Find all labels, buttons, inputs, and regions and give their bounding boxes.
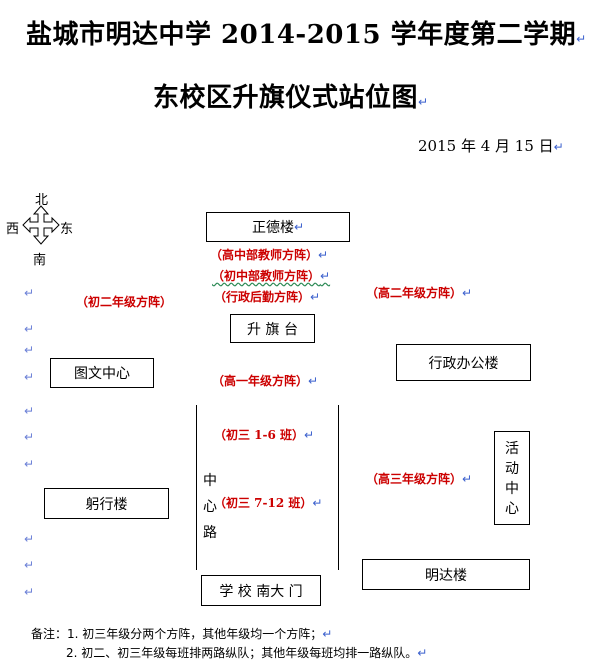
road-left-line <box>196 405 197 570</box>
grade10-formation: （高一年级方阵）↵ <box>212 374 319 388</box>
admin-building: 行政办公楼 <box>396 344 531 381</box>
title-line-2: 东校区升旗仪式站位图↵ <box>153 83 429 113</box>
grade9-classes-1-6-formation: （初三 1-6 班）↵ <box>214 428 315 442</box>
date: 2015 年 4 月 15 日↵ <box>418 137 564 155</box>
note-line-2: 2. 初二、初三年级每班排两路纵队；其他年级每班均排一路纵队。↵ <box>66 646 428 660</box>
school-south-gate: 学 校 南大 门 <box>201 575 321 606</box>
mingda-building: 明达楼 <box>362 559 530 590</box>
activity-center-building: 活 动 中 心 <box>494 431 530 525</box>
senior-teachers-formation: （高中部教师方阵）↵ <box>210 248 329 262</box>
grade12-formation: （高三年级方阵）↵ <box>366 472 473 486</box>
note-line-1: 备注：1. 初三年级分两个方阵，其他年级均一个方阵；↵ <box>31 627 333 641</box>
compass-icon <box>22 204 60 246</box>
compass-west-label: 西 <box>6 222 20 237</box>
junior-teachers-formation: （初中部教师方阵）↵ <box>212 269 331 283</box>
flag-platform: 升 旗 台 <box>230 314 315 343</box>
title-line-1: 盐城市明达中学 2014-2015 学年度第二学期↵ <box>26 20 587 50</box>
zhengde-building: 正德楼↵ <box>206 212 350 242</box>
compass-east-label: 东 <box>60 222 74 237</box>
central-road-label: 中 心 路 <box>203 473 217 541</box>
logistics-formation: （行政后勤方阵）↵ <box>214 290 321 304</box>
grade11-formation: （高二年级方阵）↵ <box>366 286 473 300</box>
grade8-formation: （初二年级方阵） <box>76 295 173 309</box>
road-right-line <box>338 405 339 570</box>
grade9-classes-7-12-formation: （初三 7-12 班）↵ <box>214 496 323 510</box>
library-building: 图文中心 <box>50 358 154 388</box>
gongxing-building: 躬行楼 <box>44 488 169 519</box>
compass-north-label: 北 <box>35 193 49 208</box>
compass-south-label: 南 <box>33 253 47 268</box>
